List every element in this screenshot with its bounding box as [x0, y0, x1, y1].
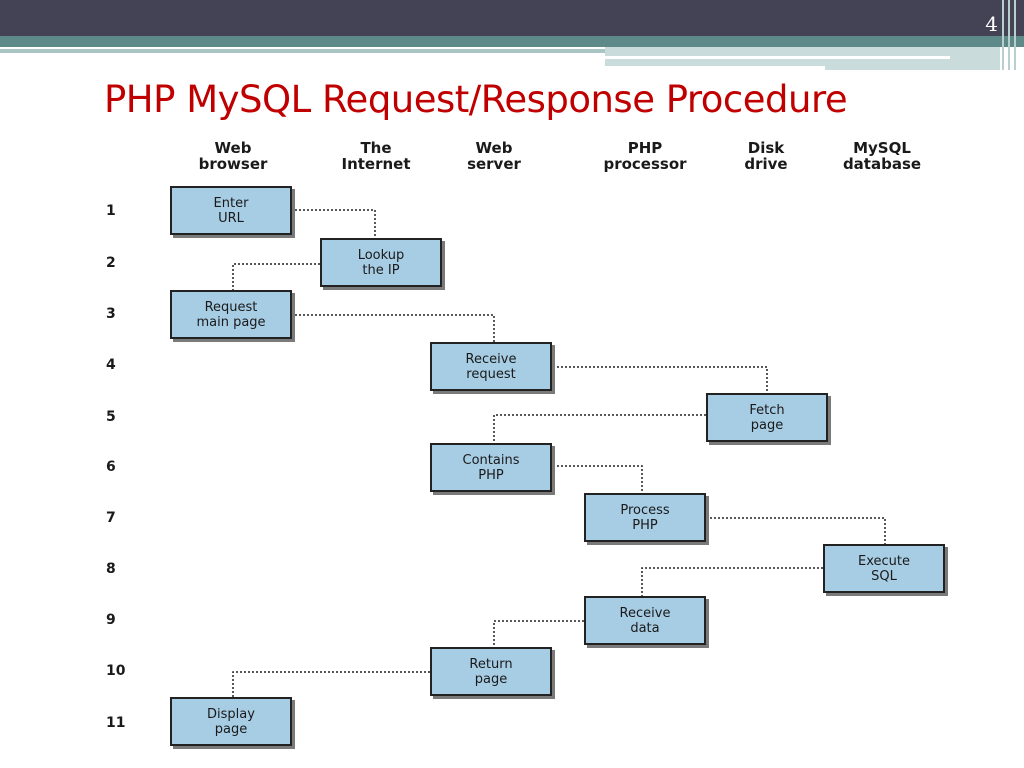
step-box-lookup-ip: Lookup the IP — [320, 238, 442, 287]
step-label: Contains PHP — [462, 452, 520, 483]
column-header-web-browser: Web browser — [198, 139, 268, 173]
row-number: 8 — [106, 561, 116, 577]
step-box-return-page: Return page — [430, 647, 552, 696]
step-box-fetch-page: Fetch page — [706, 393, 828, 442]
step-label: Receive data — [619, 605, 671, 636]
connector-line — [232, 671, 430, 697]
column-header-disk-drive: Disk drive — [744, 139, 788, 173]
step-box-receive-request: Receive request — [430, 342, 552, 391]
step-label: Lookup the IP — [357, 247, 405, 278]
step-box-enter-url: Enter URL — [170, 186, 292, 235]
accent-stripe — [605, 66, 825, 70]
connector-line — [493, 414, 706, 443]
row-number: 5 — [106, 409, 116, 425]
row-number: 4 — [106, 357, 116, 373]
step-label: Display page — [207, 706, 255, 737]
connector-line — [706, 517, 886, 544]
step-box-display-page: Display page — [170, 697, 292, 746]
connector-line — [557, 366, 768, 393]
step-label: Fetch page — [749, 402, 785, 433]
slide-accent-bar — [0, 36, 1024, 47]
step-box-execute-sql: Execute SQL — [823, 544, 945, 593]
step-label: Enter URL — [213, 195, 249, 226]
connector-line — [295, 209, 376, 238]
row-number: 3 — [106, 306, 116, 322]
step-box-receive-data: Receive data — [584, 596, 706, 645]
step-label: Return page — [469, 656, 513, 687]
step-label: Execute SQL — [858, 553, 910, 584]
accent-line — [1014, 0, 1016, 70]
step-label: Process PHP — [620, 502, 670, 533]
page-number: 4 — [985, 12, 998, 36]
connector-line — [557, 465, 643, 493]
row-number: 11 — [106, 715, 126, 731]
row-number: 10 — [106, 663, 126, 679]
accent-stripe — [0, 49, 605, 53]
step-label: Request main page — [196, 299, 266, 330]
column-header-php-processor: PHP processor — [603, 139, 687, 173]
slide-title: PHP MySQL Request/Response Procedure — [104, 78, 848, 121]
row-number: 1 — [106, 203, 116, 219]
row-number: 7 — [106, 510, 116, 526]
step-box-request-main-page: Request main page — [170, 290, 292, 339]
column-header-web-server: Web server — [467, 139, 521, 173]
row-number: 6 — [106, 459, 116, 475]
accent-stripe — [605, 56, 950, 59]
row-number: 2 — [106, 255, 116, 271]
connector-line — [493, 620, 584, 647]
accent-line — [1002, 0, 1004, 70]
column-header-internet: The Internet — [341, 139, 411, 173]
step-box-process-php: Process PHP — [584, 493, 706, 542]
connector-line — [232, 263, 320, 290]
slide-header-bar — [0, 0, 1024, 36]
connector-line — [641, 567, 823, 596]
column-header-mysql-database: MySQL database — [842, 139, 922, 173]
connector-line — [295, 314, 495, 342]
step-box-contains-php: Contains PHP — [430, 443, 552, 492]
accent-line — [1008, 0, 1010, 70]
row-number: 9 — [106, 612, 116, 628]
step-label: Receive request — [465, 351, 517, 382]
